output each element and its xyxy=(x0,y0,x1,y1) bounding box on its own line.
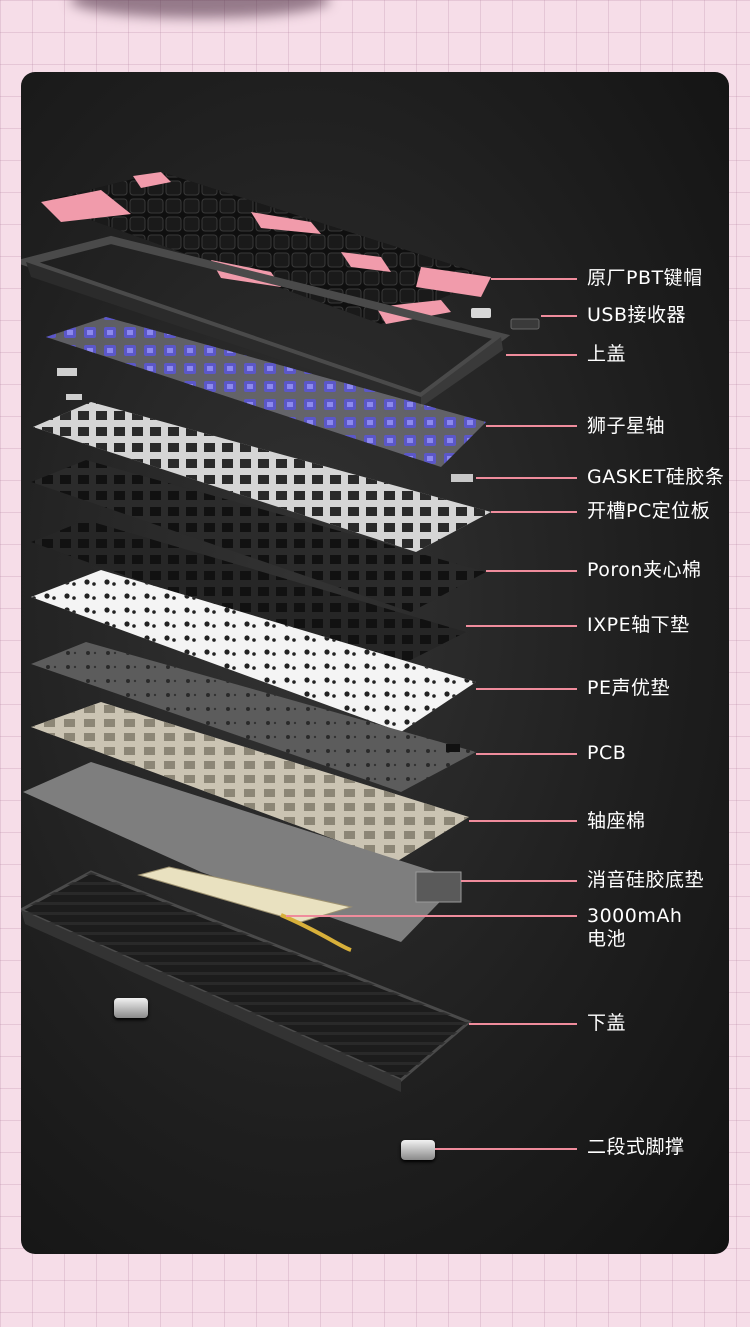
leader-switches xyxy=(486,425,577,427)
label-switches: 狮子星轴 xyxy=(587,415,666,437)
leader-gasket xyxy=(476,477,577,479)
label-gasket: GASKET硅胶条 xyxy=(587,466,725,488)
label-pe-pad: PE声优垫 xyxy=(587,677,670,699)
leader-bottom-cover xyxy=(469,1023,577,1025)
label-switch-foam: 轴座棉 xyxy=(587,810,646,832)
leader-battery xyxy=(286,915,577,917)
leader-feet xyxy=(435,1148,577,1150)
label-pcb: PCB xyxy=(587,742,627,764)
label-usb-receiver: USB接收器 xyxy=(587,304,687,326)
battery-layer xyxy=(137,866,353,952)
label-battery: 电池 xyxy=(587,928,627,950)
pcb-layer xyxy=(31,642,476,792)
leader-usb-receiver xyxy=(541,315,577,317)
silicone-pad-layer xyxy=(23,762,462,942)
keyboard-exploded-illustration xyxy=(21,172,540,1092)
top-cover-layer xyxy=(21,235,540,407)
switch-foam-layer xyxy=(31,702,469,862)
leader-ixpe xyxy=(466,625,577,627)
label-silicone-pad: 消音硅胶底垫 xyxy=(587,869,705,891)
leader-silicone-pad xyxy=(461,880,577,882)
label-bottom-cover: 下盖 xyxy=(587,1012,627,1034)
leader-keycaps xyxy=(491,278,577,280)
exploded-view-panel: 原厂PBT键帽 USB接收器 上盖 狮子星轴 GASKET硅胶条 开槽PC定位板… xyxy=(21,72,729,1254)
leader-top-cover xyxy=(506,354,577,356)
label-ixpe: IXPE轴下垫 xyxy=(587,614,690,636)
label-poron: Poron夹心棉 xyxy=(587,559,702,581)
bottom-cover-layer xyxy=(21,870,472,1092)
leader-pc-plate xyxy=(491,511,577,513)
label-feet: 二段式脚撑 xyxy=(587,1136,685,1158)
top-shadow xyxy=(70,0,330,18)
leader-switch-foam xyxy=(469,820,577,822)
poron-layer xyxy=(31,460,486,612)
foot-piece-left xyxy=(114,998,148,1018)
switches-layer xyxy=(46,317,486,467)
keycaps-layer xyxy=(41,172,491,324)
leader-pe-pad xyxy=(476,688,577,690)
ixpe-layer xyxy=(31,520,466,670)
label-top-cover: 上盖 xyxy=(587,343,627,365)
foot-piece-right xyxy=(401,1140,435,1160)
label-battery-capacity: 3000mAh xyxy=(587,905,683,927)
leader-pcb xyxy=(476,753,577,755)
label-pc-plate: 开槽PC定位板 xyxy=(587,500,711,522)
leader-poron xyxy=(486,570,577,572)
pe-pad-layer xyxy=(31,570,476,732)
pc-plate-layer xyxy=(33,402,491,552)
label-keycaps: 原厂PBT键帽 xyxy=(587,267,703,289)
